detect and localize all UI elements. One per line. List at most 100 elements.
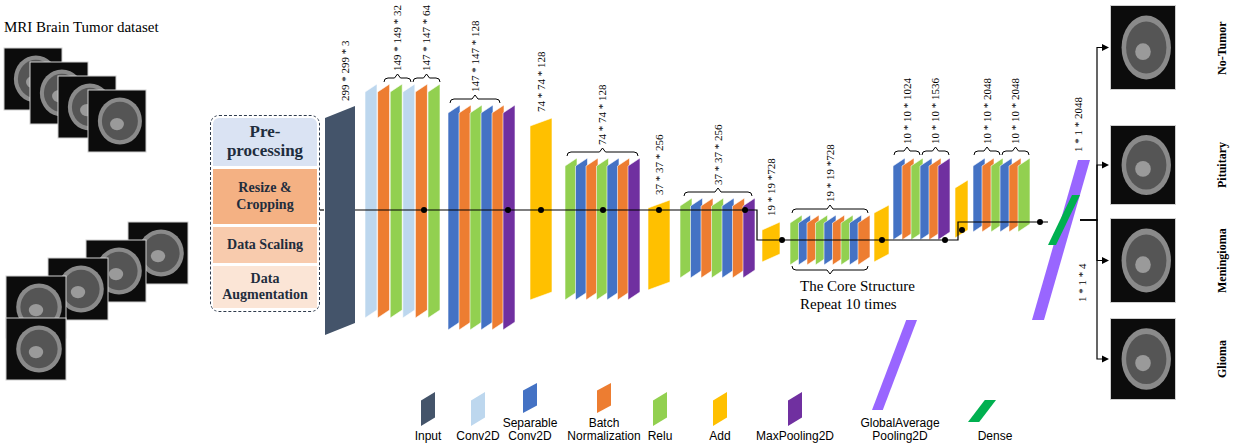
layer-slab	[503, 105, 515, 330]
layer-slab	[448, 105, 460, 330]
group-bracket	[384, 74, 411, 82]
brain-core	[110, 118, 124, 130]
legend-label: Separable Conv2D	[499, 417, 561, 443]
layer-slab	[628, 158, 640, 300]
mri-slice	[1111, 219, 1176, 303]
group-bracket	[922, 147, 949, 155]
dimension-label: 10 * 10 * 2048	[981, 78, 994, 144]
dimension-label: 1 * 1 * 4	[1076, 264, 1089, 303]
layer-slab	[481, 105, 493, 330]
flow-dot	[505, 207, 511, 213]
legend-label: MaxPooling2D	[750, 430, 840, 443]
mri-slice	[1111, 6, 1176, 90]
dimension-label: 149 * 149 * 32	[391, 5, 404, 71]
dimension-label: 74 * 74 * 128	[596, 85, 609, 146]
mri-output-image	[1110, 5, 1176, 90]
legend-label: Batch Normalization	[562, 417, 646, 443]
brain-tissue	[142, 234, 179, 272]
legend-swatch	[788, 392, 802, 426]
legend-label: Dense	[970, 430, 1020, 443]
connector	[1080, 162, 1109, 221]
layer-slab	[648, 200, 670, 290]
mri-output-image	[1110, 125, 1176, 205]
group-bracket	[974, 147, 1000, 155]
mri-output-image	[1110, 318, 1176, 400]
output-class: Meningioma	[1110, 218, 1236, 303]
layer-slab	[378, 84, 390, 318]
output-class: No-Tumor	[1110, 5, 1236, 90]
connector	[1080, 44, 1109, 220]
dimension-label: No-Tumor	[1215, 21, 1229, 75]
legend-label: GlobalAverage Pooling2D	[852, 417, 948, 443]
preprocessing-step: Data Augmentation	[213, 266, 317, 308]
mri-slice	[88, 90, 146, 152]
legend-label: Conv2D	[450, 430, 506, 443]
layer-slab	[1048, 195, 1080, 245]
layer-slab	[415, 84, 427, 318]
preprocessing-group: Pre-processingResize & CroppingData Scal…	[210, 115, 320, 312]
layer-shape	[325, 106, 355, 335]
brain-core	[109, 268, 123, 280]
dimension-label: 37 * 37 * 256	[712, 125, 725, 186]
flow-dot	[879, 237, 885, 243]
layer-slab	[938, 158, 950, 240]
legend-swatch	[597, 383, 611, 413]
brain-core	[1135, 256, 1151, 273]
brain-tissue	[20, 330, 57, 368]
legend-swatch	[653, 392, 667, 426]
flow-dot	[1037, 219, 1043, 225]
legend-swatch	[523, 383, 537, 413]
brain-tissue	[1126, 141, 1166, 190]
layer-slab	[390, 84, 402, 318]
dimension-label: 37 * 37 * 256	[653, 135, 666, 196]
output-class: Pituitary	[1110, 125, 1236, 205]
layer-slab	[403, 84, 415, 318]
brain-tissue	[62, 270, 99, 308]
dimension-label: 19 * 19 *728	[824, 144, 837, 202]
brain-tissue	[1126, 234, 1166, 286]
layer-slab	[470, 105, 482, 330]
flow-dot	[656, 207, 662, 213]
dimension-label: 10 * 10 * 1536	[929, 78, 942, 144]
connector-line	[320, 209, 324, 210]
slice-frame	[1111, 319, 1176, 400]
skull	[1122, 135, 1171, 195]
layer-slab	[762, 222, 780, 262]
brain-core	[1135, 355, 1151, 371]
slice-frame	[1111, 6, 1176, 90]
mri-slice	[6, 318, 66, 380]
flow-dot	[779, 237, 785, 243]
preprocessing-step: Resize & Cropping	[213, 169, 317, 224]
flow-dot	[942, 237, 948, 243]
group-bracket	[413, 74, 440, 82]
step-label: Resize & Cropping	[213, 180, 317, 212]
dimension-label: Pituitary	[1215, 142, 1229, 188]
dimension-label: 10 * 10 * 1024	[901, 78, 914, 144]
brain-tissue	[102, 102, 138, 140]
layer-slab	[530, 118, 552, 300]
group-bracket	[684, 188, 752, 196]
skull	[98, 97, 142, 144]
arrow-head	[1102, 44, 1109, 51]
group-bracket	[450, 95, 500, 103]
legend-swatch	[968, 400, 996, 422]
flow-dot	[421, 207, 427, 213]
legend-label: Input	[403, 430, 453, 443]
caption-label: The Core Structure Repeat 10 times	[800, 277, 945, 313]
brain-core	[71, 286, 85, 298]
dimension-label: 147 * 147 * 128	[469, 21, 482, 93]
legend-swatch	[872, 320, 917, 410]
legend-swatch	[421, 392, 435, 426]
layer-slab	[325, 106, 355, 335]
brain-core	[29, 346, 43, 358]
legend-swatch	[471, 392, 485, 426]
flow-dot	[959, 227, 965, 233]
group-bracket	[792, 205, 868, 213]
dimension-label: 74 * 74 * 128	[535, 52, 548, 113]
brain-core	[151, 250, 165, 262]
group-heading: Pre-processing	[213, 118, 317, 166]
global-average-pooling	[1032, 160, 1090, 320]
mri-slice	[1111, 319, 1176, 400]
